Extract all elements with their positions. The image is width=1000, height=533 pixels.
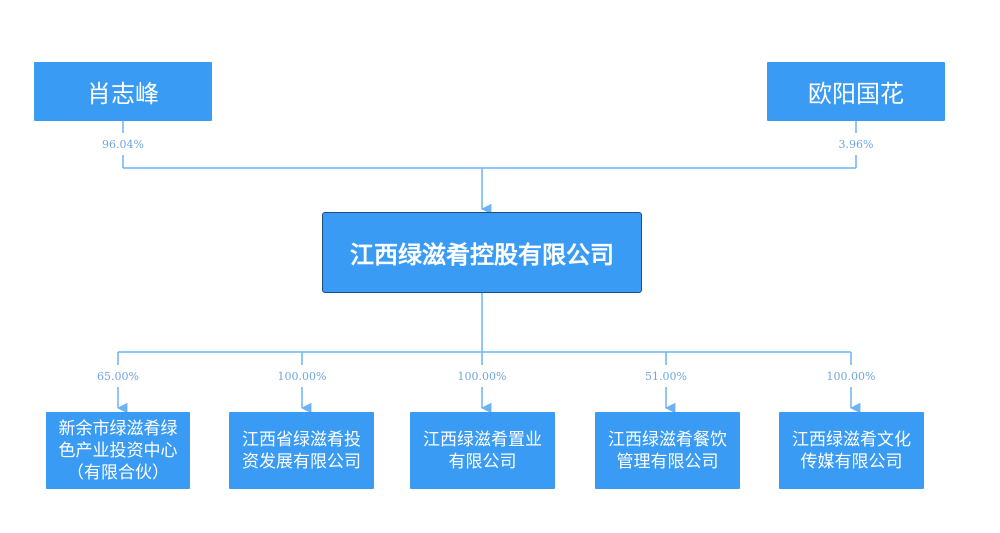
subsidiary-box: 江西绿滋肴餐饮 管理有限公司 bbox=[595, 412, 740, 489]
subsidiary-name: 新余市绿滋肴绿 色产业投资中心 （有限合伙） bbox=[58, 418, 178, 483]
subsidiary-box: 江西绿滋肴文化 传媒有限公司 bbox=[779, 412, 924, 489]
shareholder-box-xiao-zhifeng: 肖志峰 bbox=[34, 62, 212, 121]
shareholder-name: 肖志峰 bbox=[87, 80, 159, 108]
shareholder-name: 欧阳国花 bbox=[808, 80, 904, 108]
subsidiary-name: 江西省绿滋肴投 资发展有限公司 bbox=[242, 429, 361, 472]
subsidiary-box: 江西省绿滋肴投 资发展有限公司 bbox=[229, 412, 374, 489]
subsidiary-percent: 100.00% bbox=[457, 370, 507, 383]
subsidiary-box: 江西绿滋肴置业 有限公司 bbox=[410, 412, 555, 489]
shareholder-percent: 3.96% bbox=[838, 138, 874, 151]
holding-company-box: 江西绿滋肴控股有限公司 bbox=[322, 212, 642, 293]
subsidiary-name: 江西绿滋肴餐饮 管理有限公司 bbox=[608, 429, 727, 472]
subsidiary-name: 江西绿滋肴文化 传媒有限公司 bbox=[792, 429, 911, 472]
subsidiary-percent: 100.00% bbox=[277, 370, 327, 383]
subsidiary-percent: 51.00% bbox=[645, 370, 687, 383]
subsidiary-percent: 100.00% bbox=[826, 370, 876, 383]
shareholder-box-ouyang-guohua: 欧阳国花 bbox=[767, 62, 945, 121]
shareholder-percent: 96.04% bbox=[102, 138, 144, 151]
subsidiary-percent: 65.00% bbox=[97, 370, 139, 383]
holding-company-name: 江西绿滋肴控股有限公司 bbox=[350, 241, 614, 269]
subsidiary-name: 江西绿滋肴置业 有限公司 bbox=[423, 429, 542, 472]
subsidiary-box: 新余市绿滋肴绿 色产业投资中心 （有限合伙） bbox=[46, 412, 190, 489]
